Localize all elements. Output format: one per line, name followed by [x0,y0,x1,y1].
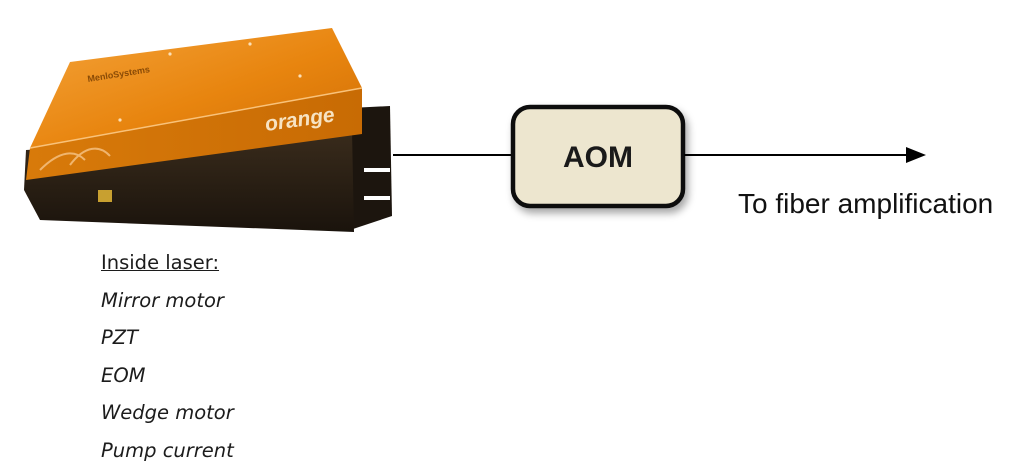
laser-wave-decor [39,147,111,171]
laser-edge-highlight [29,87,363,149]
inside-laser-title: Inside laser: [101,251,220,274]
laser-top [30,28,362,148]
laser-slot [364,196,390,200]
list-item: PZT [101,326,139,349]
aom-label: AOM [563,141,633,174]
laser-device: orange MenloSystems [24,28,392,232]
list-item: Pump current [101,438,234,462]
aom-block: AOM [510,104,686,209]
arrow-head-icon [906,147,926,163]
screw [168,52,172,56]
laser-slot [364,168,390,172]
screw [118,118,122,122]
inside-laser-list: Inside laser: Mirror motor PZT EOM Wedge… [101,244,234,469]
output-label: To fiber amplification [738,188,994,219]
laser-front [26,88,362,180]
screw [298,74,302,78]
list-item: Wedge motor [101,401,234,424]
screw [248,42,252,46]
aom-box [510,104,686,209]
list-item: EOM [101,363,146,387]
laser-connector [98,190,112,202]
list-item: Mirror motor [101,288,224,312]
